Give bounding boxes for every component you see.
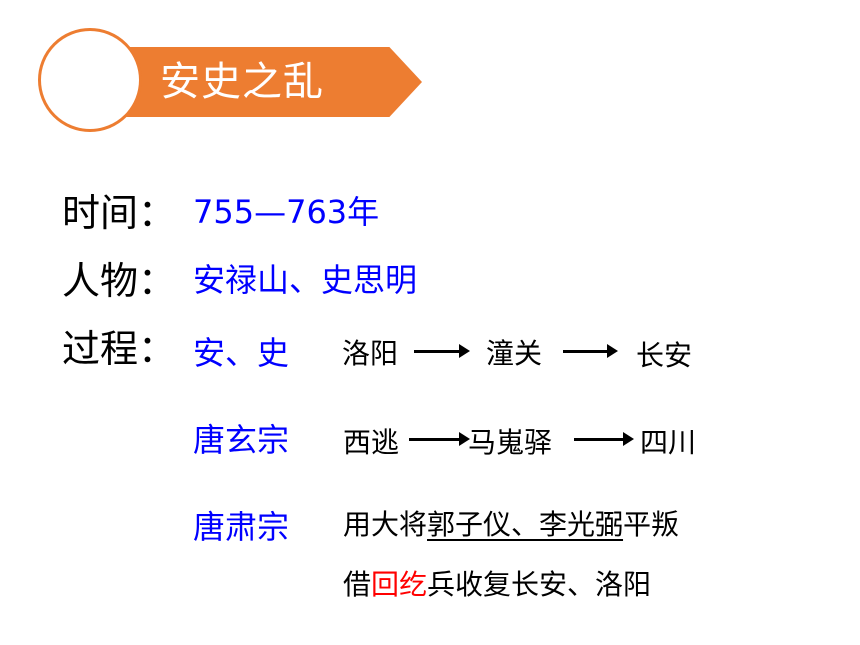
xuanzong-step-1: 西逃 xyxy=(343,426,400,459)
xuanzong-actor: 唐玄宗 xyxy=(193,421,290,459)
anshi-step-3: 长安 xyxy=(636,339,693,372)
people-label: 人物： xyxy=(62,259,177,303)
title-circle-decoration xyxy=(38,28,142,132)
xuanzong-step-2: 马嵬驿 xyxy=(468,426,553,459)
suzong-line2-prefix: 借 xyxy=(343,568,372,601)
page-title: 安史之乱 xyxy=(160,59,324,105)
anshi-actor: 安、史 xyxy=(193,334,290,372)
suzong-line1-prefix: 用大将 xyxy=(343,508,428,541)
title-banner xyxy=(96,47,422,117)
uyghur-highlight: 回纥 xyxy=(371,568,428,601)
anshi-step-1: 洛阳 xyxy=(342,337,399,370)
anshi-step-2: 潼关 xyxy=(486,337,543,370)
suzong-line2-suffix: 兵收复长安、洛阳 xyxy=(427,568,652,601)
people-value: 安禄山、史思明 xyxy=(193,261,418,299)
suzong-line-1: 用大将郭子仪、李光弼平叛 xyxy=(343,503,679,543)
process-label: 过程： xyxy=(62,327,177,371)
generals-names: 郭子仪、李光弼 xyxy=(427,508,624,541)
suzong-line1-suffix: 平叛 xyxy=(623,508,680,541)
xuanzong-step-3: 四川 xyxy=(640,426,697,459)
suzong-actor: 唐肃宗 xyxy=(193,508,290,546)
suzong-line-2: 借回纥兵收复长安、洛阳 xyxy=(343,563,651,603)
time-label: 时间： xyxy=(62,191,177,235)
time-value: 755—763年 xyxy=(193,193,380,231)
arrow-right-icon xyxy=(409,432,470,446)
arrow-right-icon xyxy=(563,344,618,358)
arrow-right-icon xyxy=(574,432,634,446)
arrow-right-icon xyxy=(414,344,470,358)
